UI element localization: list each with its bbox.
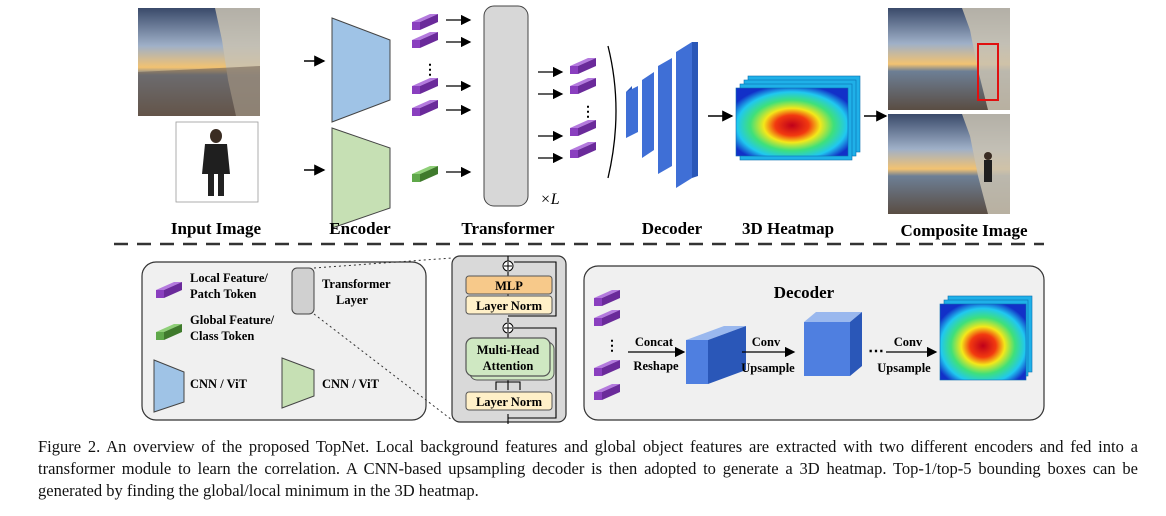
layer-norm-bottom-label: Layer Norm bbox=[476, 395, 543, 409]
feature-volume-1 bbox=[686, 326, 746, 384]
decoder-detail-title: Decoder bbox=[774, 283, 835, 302]
arrows-into-transformer bbox=[446, 14, 472, 178]
concat-label: Concat bbox=[635, 335, 674, 349]
svg-text:⋮: ⋮ bbox=[605, 339, 619, 354]
composite-image-box bbox=[888, 8, 1010, 110]
class-token-input bbox=[412, 166, 438, 182]
reshape-label: Reshape bbox=[633, 359, 679, 373]
upsample2-label: Upsample bbox=[877, 361, 931, 375]
layer-norm-bottom-block bbox=[465, 391, 553, 411]
figure-caption: Figure 2. An overview of the proposed To… bbox=[38, 437, 1138, 500]
residual-add-plus bbox=[504, 262, 512, 270]
feature-volume-2 bbox=[804, 312, 862, 376]
zoom-line-top bbox=[313, 257, 453, 269]
legend-panel bbox=[141, 261, 427, 421]
legend-cnn-vit-blue bbox=[153, 359, 185, 413]
heatmap-3d bbox=[735, 75, 861, 161]
layer-norm-top-label: Layer Norm bbox=[476, 299, 543, 313]
conv2-label: Conv bbox=[894, 335, 923, 349]
transformer-block bbox=[483, 5, 529, 207]
conv1-label: Conv bbox=[752, 335, 781, 349]
object-image bbox=[175, 121, 259, 203]
zoom-line-bottom bbox=[313, 313, 453, 421]
mlp-block bbox=[465, 275, 553, 295]
legend-transformer-layer-1: Transformer bbox=[322, 277, 391, 291]
legend-patch-token-icon bbox=[156, 282, 182, 298]
mlp-label: MLP bbox=[495, 279, 523, 293]
legend-transformer-layer-2: Layer bbox=[336, 293, 368, 307]
legend-cnn-vit-1: CNN / ViT bbox=[190, 377, 248, 391]
legend-transformer-layer-icon bbox=[291, 267, 315, 315]
background-image bbox=[138, 8, 260, 116]
label-transformer: Transformer bbox=[461, 219, 555, 238]
patch-token-stack-input: ⋮ bbox=[412, 14, 438, 116]
decoder-detail-heatmap bbox=[939, 295, 1033, 381]
arrows-out-transformer bbox=[538, 66, 564, 164]
patch-token-stack-output: ⋮ bbox=[570, 58, 596, 158]
legend-global-feature: Global Feature/ bbox=[190, 313, 275, 327]
label-encoder: Encoder bbox=[329, 219, 391, 238]
upsample1-label: Upsample bbox=[741, 361, 795, 375]
decoder-dots: ⋯ bbox=[868, 343, 884, 360]
decoder-layers bbox=[626, 42, 698, 188]
mha-label-2: Attention bbox=[483, 359, 534, 373]
label-decoder: Decoder bbox=[642, 219, 703, 238]
label-heatmap: 3D Heatmap bbox=[742, 219, 834, 238]
composite-image-object bbox=[888, 114, 1010, 214]
multi-head-attention-block bbox=[465, 337, 551, 377]
repeat-label: ×L bbox=[540, 191, 560, 208]
svg-text:⋮: ⋮ bbox=[423, 63, 437, 78]
residual-add-plus bbox=[504, 324, 512, 332]
background-encoder bbox=[331, 17, 391, 123]
legend-patch-token: Patch Token bbox=[190, 287, 256, 301]
decoder-detail-token-stack: ⋮ bbox=[594, 290, 620, 400]
topnet-diagram: ⋮ ×L ⋮ bbox=[114, 5, 1045, 424]
label-composite: Composite Image bbox=[900, 221, 1027, 240]
svg-text:⋮: ⋮ bbox=[581, 105, 595, 120]
legend-class-token-icon bbox=[156, 324, 182, 340]
layer-norm-top-block bbox=[465, 295, 553, 315]
legend-local-feature: Local Feature/ bbox=[190, 271, 268, 285]
label-input-image: Input Image bbox=[171, 219, 262, 238]
reshape-bracket bbox=[607, 45, 617, 179]
legend-class-token: Class Token bbox=[190, 329, 254, 343]
legend-cnn-vit-green bbox=[281, 357, 315, 409]
object-encoder bbox=[331, 127, 391, 229]
mha-label-1: Multi-Head bbox=[477, 343, 540, 357]
legend-cnn-vit-2: CNN / ViT bbox=[322, 377, 380, 391]
